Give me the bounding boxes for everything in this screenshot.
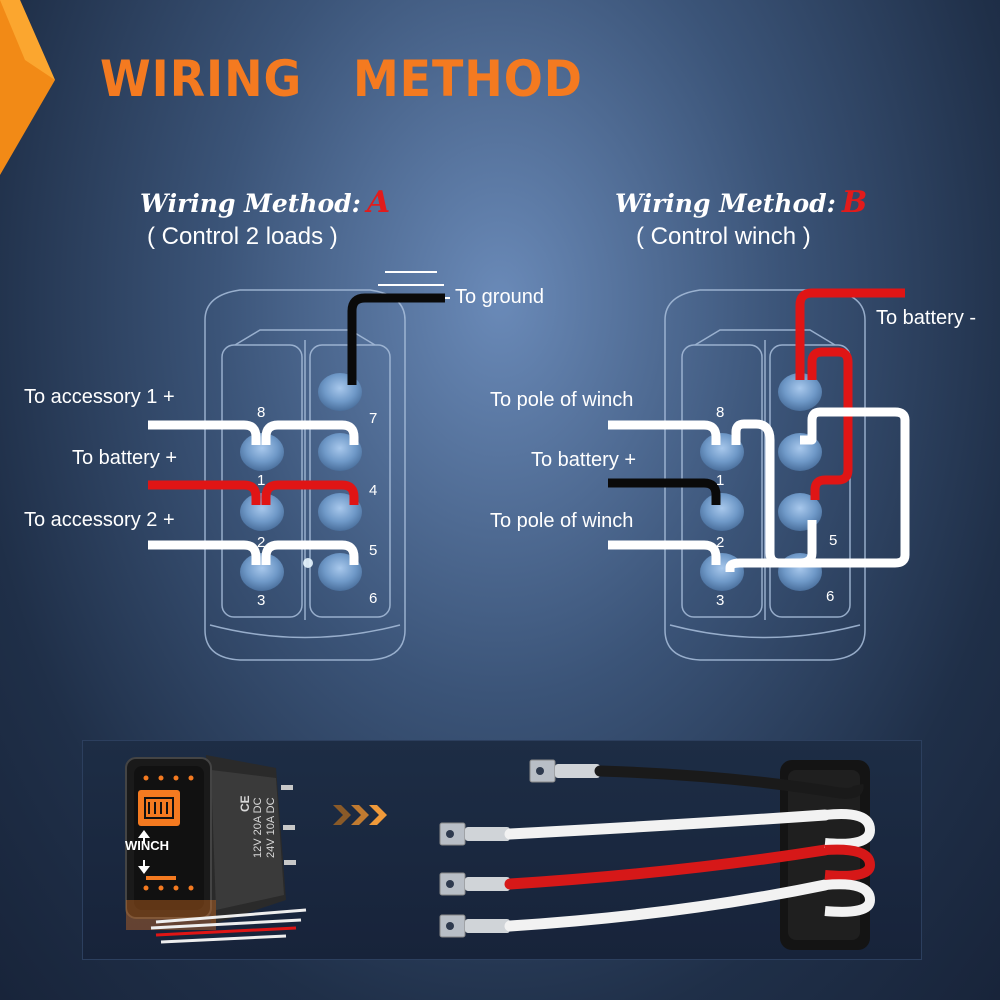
wire-a-battery bbox=[148, 480, 261, 505]
terminal-a-8 bbox=[240, 433, 284, 471]
wire-a-jumper-8-7 bbox=[261, 420, 359, 445]
method-a-subtitle: ( Control 2 loads ) bbox=[147, 223, 338, 250]
pin-b-5: 5 bbox=[829, 532, 838, 549]
terminal-a-2 bbox=[240, 553, 284, 591]
wire-a-accessory2 bbox=[148, 540, 261, 565]
label-b-pole2: To pole of winch bbox=[490, 510, 634, 532]
corner-accent bbox=[0, 0, 55, 175]
wire-b-battery-pos bbox=[608, 478, 721, 505]
pin-a-4: 4 bbox=[369, 482, 378, 499]
wire-b-jumper-3-5 bbox=[725, 520, 817, 573]
method-b-heading: Wiring Method: bbox=[615, 189, 836, 218]
label-a-accessory2: To accessory 2 + bbox=[24, 509, 175, 531]
pin-a-3: 3 bbox=[257, 592, 266, 609]
pin-a-1: 1 bbox=[257, 472, 266, 489]
wires-b bbox=[608, 288, 910, 573]
wire-a-accessory1 bbox=[148, 420, 261, 445]
wire-b-red-jumper bbox=[807, 347, 853, 500]
switch-b-outline bbox=[664, 289, 866, 661]
page-title: WIRING METHOD bbox=[100, 50, 583, 108]
pin-b-2: 2 bbox=[716, 534, 725, 551]
pin-a-6: 6 bbox=[369, 590, 378, 607]
pin-a-5: 5 bbox=[369, 542, 378, 559]
wire-b-pole1 bbox=[608, 420, 721, 445]
method-a-title: Wiring Method:A bbox=[140, 185, 390, 220]
wire-a-ground bbox=[347, 293, 445, 385]
wire-b-pole2 bbox=[608, 540, 721, 565]
wire-b-battery-neg bbox=[795, 288, 905, 380]
switch-rating-1: 12V 20A DC bbox=[252, 797, 264, 858]
label-a-battery: To battery + bbox=[72, 447, 178, 469]
label-a-accessory1: To accessory 1 + bbox=[24, 386, 175, 408]
terminal-b-7 bbox=[778, 373, 822, 411]
pin-a-2: 2 bbox=[257, 534, 266, 551]
label-b-battery-neg: To battery - bbox=[876, 307, 977, 329]
pin-a-7: 7 bbox=[369, 410, 378, 427]
label-b-pole1: To pole of winch bbox=[490, 389, 634, 411]
pin-b-8: 8 bbox=[716, 404, 725, 421]
switch-winch-label: WINCH bbox=[125, 838, 170, 853]
method-b-subtitle: ( Control winch ) bbox=[636, 223, 811, 250]
terminal-b-1 bbox=[700, 493, 744, 531]
method-a-heading: Wiring Method: bbox=[140, 189, 361, 218]
method-b-title: Wiring Method:B bbox=[615, 185, 867, 220]
chevron-arrows-icon bbox=[333, 805, 387, 825]
pin-a-8: 8 bbox=[257, 404, 266, 421]
method-a-letter: A bbox=[366, 185, 391, 220]
wire-a-jumper-2-5 bbox=[261, 540, 359, 565]
wiring-diagram bbox=[148, 271, 910, 661]
pin-b-6: 6 bbox=[826, 588, 835, 605]
rocker-switch-photo bbox=[125, 755, 307, 944]
switch-ce-mark: CE bbox=[238, 795, 252, 812]
wire-b-white-loop bbox=[731, 407, 910, 568]
pin-b-1: 1 bbox=[716, 472, 725, 489]
terminal-a-1 bbox=[240, 493, 284, 531]
switch-rating-2: 24V 10A DC bbox=[265, 797, 277, 858]
wire-harness-photo bbox=[439, 759, 876, 950]
label-a-ground: To ground bbox=[455, 286, 544, 308]
wires-a bbox=[148, 271, 450, 565]
label-b-battery: To battery + bbox=[531, 449, 637, 471]
wire-a-jumper-1-4 bbox=[261, 480, 359, 505]
method-b-letter: B bbox=[841, 185, 868, 220]
pin-b-3: 3 bbox=[716, 592, 725, 609]
